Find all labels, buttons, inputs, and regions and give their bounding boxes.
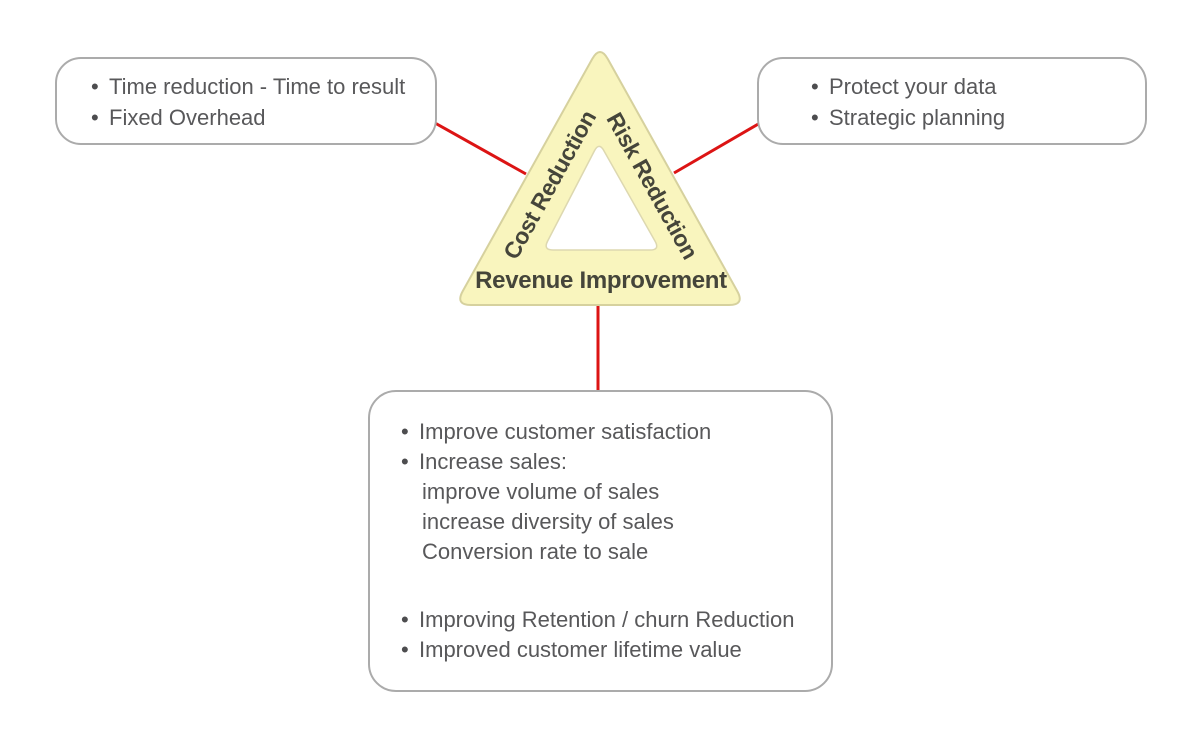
triangle-label-revenue-improvement: Revenue Improvement: [475, 267, 727, 294]
revenue-callout-list-retention: Improving Retention / churn Reduction Im…: [400, 605, 831, 665]
list-item: Conversion rate to sale: [422, 539, 649, 564]
list-item: Time reduction - Time to result: [90, 71, 435, 102]
callout-revenue-improvement: Improve customer satisfaction Increase s…: [368, 390, 833, 692]
cost-callout-list: Time reduction - Time to result Fixed Ov…: [90, 71, 435, 133]
callout-risk-reduction: Protect your data Strategic planning: [757, 57, 1147, 145]
list-item: Strategic planning: [810, 102, 1145, 133]
callout-cost-reduction: Time reduction - Time to result Fixed Ov…: [55, 57, 437, 145]
list-item: Improve customer satisfaction: [400, 417, 831, 447]
list-item: Fixed Overhead: [90, 102, 435, 133]
triangle-inner-hole: [545, 145, 658, 251]
list-item: Improving Retention / churn Reduction: [400, 605, 831, 635]
list-item: Increase sales:: [400, 447, 831, 477]
list-item: Improved customer lifetime value: [400, 635, 831, 665]
list-item: increase diversity of sales: [422, 509, 674, 534]
connector-line-risk: [673, 121, 761, 175]
list-item: improve volume of sales: [422, 479, 660, 504]
list-item: Protect your data: [810, 71, 1145, 102]
connector-line-cost: [434, 121, 527, 176]
revenue-callout-list-sales: Improve customer satisfaction Increase s…: [400, 417, 831, 567]
risk-callout-list: Protect your data Strategic planning: [810, 71, 1145, 133]
